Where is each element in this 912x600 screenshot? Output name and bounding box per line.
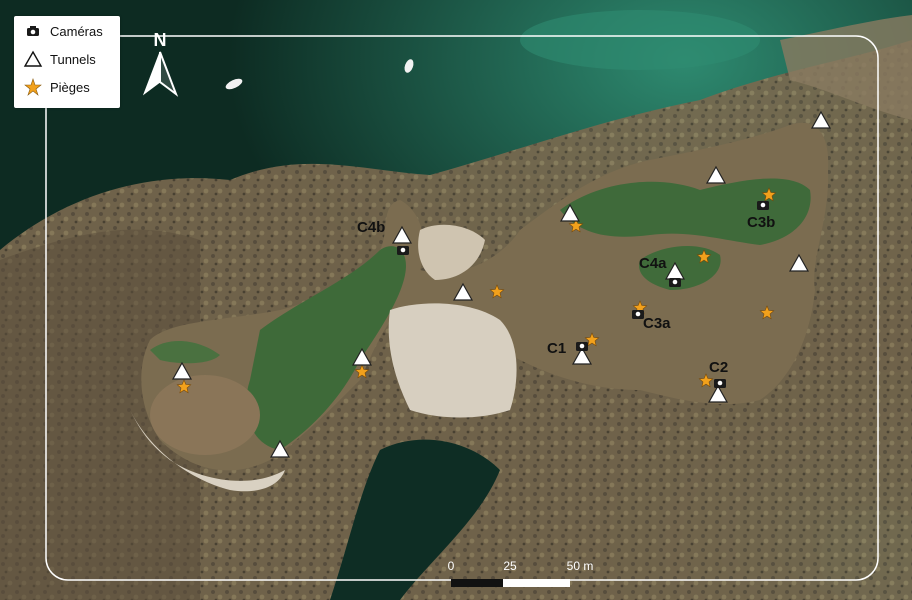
trap-marker bbox=[568, 218, 584, 233]
trap-marker bbox=[761, 187, 777, 202]
sea-shallow-patch bbox=[520, 10, 760, 70]
camera-marker bbox=[397, 246, 409, 255]
camera-label: C3a bbox=[643, 315, 671, 332]
triangle-icon bbox=[22, 49, 44, 69]
camera-label: C1 bbox=[547, 340, 566, 357]
camera-label: C2 bbox=[709, 359, 728, 376]
tunnel-marker bbox=[391, 225, 413, 244]
camera-marker bbox=[632, 310, 644, 319]
scale-label: 0 bbox=[448, 559, 455, 573]
camera-label: C4b bbox=[357, 219, 385, 236]
camera-icon bbox=[22, 21, 44, 41]
rocky-shore-shade bbox=[0, 229, 200, 600]
scale-segment bbox=[503, 579, 570, 587]
boat bbox=[225, 78, 243, 90]
legend-item-tunnels: Tunnels bbox=[22, 48, 96, 70]
grass-patch bbox=[150, 340, 220, 364]
trap-marker bbox=[354, 364, 370, 379]
tunnel-marker bbox=[571, 346, 593, 365]
north-east-rocks bbox=[780, 15, 912, 120]
tunnel-marker bbox=[351, 347, 373, 366]
tunnel-marker bbox=[788, 253, 810, 272]
camera-lens bbox=[400, 247, 406, 253]
tunnel-marker bbox=[705, 165, 727, 184]
scale-segment bbox=[451, 579, 503, 587]
south-cove-water bbox=[330, 439, 500, 600]
tunnels-layer bbox=[171, 110, 832, 458]
labels-layer: C4b C3b C4a C3a C1 C2 bbox=[357, 214, 775, 376]
tunnel-marker bbox=[810, 110, 832, 129]
camera-marker bbox=[714, 379, 726, 388]
trap-marker bbox=[698, 373, 714, 388]
camera-lens bbox=[579, 343, 585, 349]
camera-label: C3b bbox=[747, 214, 775, 231]
camera-label: C4a bbox=[639, 255, 667, 272]
boat bbox=[404, 59, 414, 73]
trap-marker bbox=[696, 249, 712, 264]
tunnel-marker bbox=[707, 384, 729, 403]
map-legend: Caméras Tunnels Pièges bbox=[14, 16, 120, 108]
legend-label: Tunnels bbox=[50, 51, 96, 67]
camera-lens bbox=[760, 202, 766, 208]
tunnel-marker bbox=[452, 282, 474, 301]
tunnel-marker bbox=[171, 361, 193, 380]
sand-area bbox=[388, 303, 517, 418]
sand-area bbox=[418, 224, 485, 280]
camera-lens bbox=[672, 279, 678, 285]
star-icon bbox=[22, 77, 44, 97]
tunnel-marker bbox=[269, 439, 291, 458]
north-arrow-icon: N bbox=[142, 30, 179, 97]
legend-item-traps: Pièges bbox=[22, 76, 90, 98]
legend-label: Caméras bbox=[50, 23, 103, 39]
camera-marker bbox=[669, 278, 681, 287]
dry-grass-patch bbox=[150, 375, 260, 455]
north-label: N bbox=[154, 30, 167, 50]
grass-patch bbox=[246, 246, 406, 450]
camera-lens bbox=[717, 380, 723, 386]
trap-marker bbox=[176, 379, 192, 394]
trap-marker bbox=[489, 284, 505, 299]
camera-lens bbox=[635, 311, 641, 317]
traps-layer bbox=[176, 187, 777, 394]
legend-label: Pièges bbox=[50, 79, 90, 95]
scale-label: 25 bbox=[503, 559, 517, 573]
scale-label: 50 m bbox=[567, 559, 594, 573]
grass-patch bbox=[560, 178, 811, 245]
cameras-layer bbox=[397, 201, 769, 388]
camera-marker bbox=[757, 201, 769, 210]
legend-item-cameras: Caméras bbox=[22, 20, 103, 42]
trap-marker bbox=[584, 332, 600, 347]
sand-area bbox=[130, 410, 285, 492]
camera-marker bbox=[576, 342, 588, 351]
scale-bar: 0 25 50 m bbox=[448, 559, 594, 587]
tunnel-marker bbox=[559, 203, 581, 222]
trap-marker bbox=[759, 305, 775, 320]
